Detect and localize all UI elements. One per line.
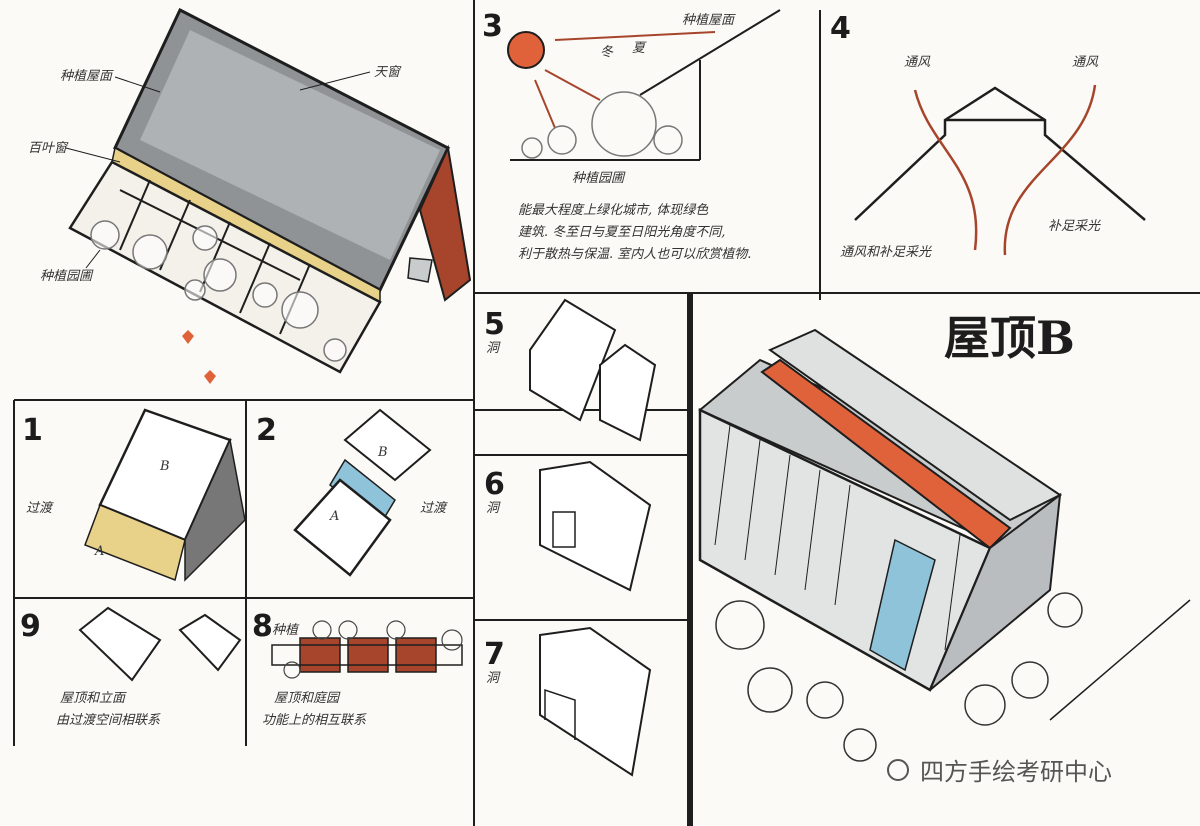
panel-7-number: 7	[484, 637, 505, 672]
wechat-icon	[887, 759, 909, 781]
roof-b-sketch	[698, 328, 1191, 762]
panel-6-number: 6	[484, 467, 505, 502]
panel-3-note-1: 能最大程度上绿化城市, 体现绿色	[518, 202, 709, 218]
panel-8-caption-2: 功能上的相互联系	[262, 713, 367, 728]
panel-2-label-b: B	[377, 445, 388, 460]
panel-1-number: 1	[22, 413, 43, 448]
panel-1-label-transition: 过渡	[26, 501, 54, 516]
label-planting-garden: 种植园圃	[40, 269, 94, 284]
panel-2: 2 B A 过渡	[256, 408, 448, 577]
panel-5-number: 5	[484, 307, 505, 342]
panel-9-number: 9	[20, 609, 41, 644]
sheet-title: 屋顶B	[944, 311, 1075, 365]
panel-3-number: 3	[482, 9, 503, 44]
panel-2-label-transition: 过渡	[420, 501, 448, 516]
panel-4-ventilation: 4 通风 通风 补足采光 通风和补足采光	[830, 11, 1146, 260]
panel-6: 6 洞	[484, 460, 652, 592]
panel-9-caption-1: 屋顶和立面	[60, 691, 127, 706]
panel-4-label-vent-left: 通风	[904, 55, 931, 70]
panel-8: 8 种植 屋顶和庭园 功能上的相互联系	[252, 609, 463, 728]
panel-3-label-garden: 种植园圃	[572, 171, 626, 186]
main-roof-sketch: 种植屋面 天窗 百叶窗 种植园圃	[28, 7, 472, 384]
panel-3-label-summer: 夏	[632, 41, 647, 56]
label-louver: 百叶窗	[28, 141, 69, 156]
label-skylight: 天窗	[374, 65, 402, 80]
panel-2-number: 2	[256, 413, 277, 448]
panel-3-label-roof: 种植屋面	[682, 13, 736, 28]
panel-3-note-2: 建筑. 冬至日与夏至日阳光角度不同,	[518, 225, 725, 240]
panel-5-label-side: 洞	[486, 341, 501, 356]
panel-9-caption-2: 由过渡空间相联系	[56, 713, 161, 728]
panel-8-caption-1: 屋顶和庭园	[274, 690, 341, 706]
panel-4-label-light: 补足采光	[1048, 219, 1101, 234]
panel-6-label-side: 洞	[486, 501, 501, 516]
panel-4-caption: 通风和补足采光	[840, 245, 932, 260]
label-planting-roof: 种植屋面	[60, 69, 114, 84]
panel-3-note-3: 利于散热与保温. 室内人也可以欣赏植物.	[518, 246, 751, 262]
panel-2-label-a: A	[329, 509, 339, 524]
panel-7-label-side: 洞	[486, 671, 501, 686]
watermark-text: 四方手绘考研中心	[920, 758, 1112, 786]
panel-3-sun-diagram: 3 种植屋面 冬 夏 种植园圃 能最大程度上绿化城市, 体现绿色 建筑. 冬至日…	[482, 9, 781, 262]
watermark: 四方手绘考研中心	[887, 758, 1112, 786]
panel-5: 5 洞	[484, 298, 657, 442]
panel-1-label-a: A	[94, 544, 104, 559]
panel-9: 9 屋顶和立面 由过渡空间相联系	[20, 606, 242, 728]
panel-4-number: 4	[830, 11, 851, 46]
panel-8-number: 8	[252, 609, 273, 644]
panel-3-label-winter: 冬	[600, 45, 614, 60]
panel-1: 1 B A 过渡	[22, 408, 246, 582]
panel-4-label-vent-right: 通风	[1072, 55, 1099, 70]
panel-8-label-top: 种植	[272, 623, 300, 638]
panel-1-label-b: B	[159, 459, 170, 474]
sun-icon	[507, 31, 545, 69]
panel-7: 7 洞	[484, 626, 652, 777]
